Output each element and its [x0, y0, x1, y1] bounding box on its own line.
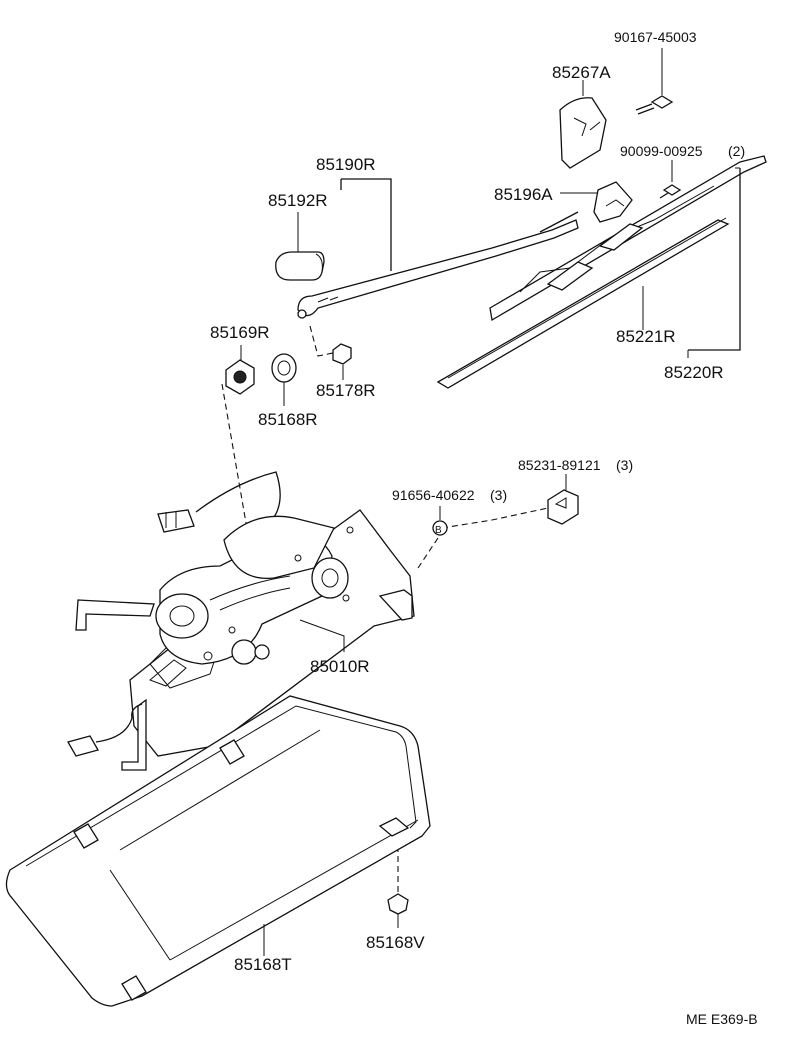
- cover-85267a: [559, 80, 607, 169]
- label-90099-00925: 90099-00925: [620, 143, 703, 159]
- label-85190r: 85190R: [316, 155, 376, 174]
- label-91656-40622: 91656-40622: [392, 487, 475, 503]
- bracket-85196a: [560, 181, 633, 223]
- label-90099-qty: (2): [728, 143, 745, 159]
- cover-85168t: [5, 695, 431, 1007]
- footer-code: ME E369-B: [686, 1011, 758, 1027]
- clip-85168v: [387, 893, 409, 928]
- wiper-blade-85220r: [436, 155, 767, 389]
- label-85221r: 85221R: [616, 327, 676, 346]
- label-85169r: 85169R: [210, 323, 270, 342]
- label-85168v: 85168V: [366, 933, 425, 952]
- assembly-line-1: [309, 325, 334, 357]
- label-85168r: 85168R: [258, 410, 318, 429]
- screw-90167: [635, 48, 674, 115]
- label-85231-qty: (3): [616, 457, 633, 473]
- wiper-motor-85010r: [67, 471, 415, 771]
- label-91656-qty: (3): [490, 487, 507, 503]
- label-85196a: 85196A: [494, 185, 553, 204]
- grommet-91656: B: [432, 506, 448, 536]
- screw-90099: [659, 160, 682, 199]
- label-85178r: 85178R: [316, 381, 376, 400]
- nut-85178r: [332, 343, 352, 380]
- clip-85231: [547, 474, 579, 525]
- label-85192r: 85192R: [268, 191, 328, 210]
- cap-85192r: [275, 212, 325, 281]
- label-85010r: 85010R: [310, 657, 370, 676]
- label-85220r: 85220R: [664, 363, 724, 382]
- label-85231-89121: 85231-89121: [518, 457, 601, 473]
- washer-85168r: [271, 353, 297, 406]
- svg-text:B: B: [435, 525, 442, 536]
- label-90167-45003: 90167-45003: [614, 29, 697, 45]
- wiper-arm-85190r: [297, 178, 579, 319]
- nut-85169r: [225, 345, 255, 395]
- label-85168t: 85168T: [234, 955, 292, 974]
- assembly-line-3: [441, 507, 549, 529]
- label-85267a: 85267A: [552, 63, 611, 82]
- assembly-line-4: [417, 531, 443, 569]
